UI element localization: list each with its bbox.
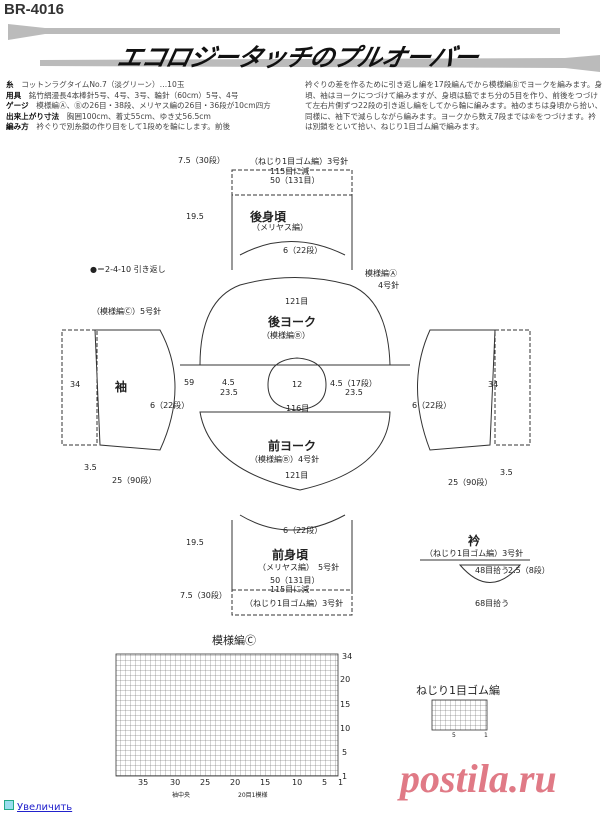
dim: 59 — [184, 378, 195, 387]
label-collar: 衿 — [468, 534, 481, 548]
dim: 2.5（8段） — [508, 566, 550, 575]
material-size: 出来上がり寸法 胸囲100cm、着丈55cm、ゆき丈56.5cm — [6, 111, 211, 121]
repeat-label: 20目1模様 — [238, 792, 268, 799]
label-front-rib: （ねじり1目ゴム編）3号針 — [245, 599, 344, 608]
row-label: 20 — [340, 675, 351, 684]
col-label: 5 — [322, 778, 328, 787]
pattern-code: BR-4016 — [4, 1, 65, 18]
label-front-body: 前身頃 — [272, 548, 309, 562]
dim: 6（22段） — [412, 401, 452, 410]
col-label: 30 — [170, 778, 181, 787]
chart-title: 模様編Ⓒ — [212, 634, 256, 647]
dim: 4.5 — [222, 378, 235, 387]
dim: 25（90段） — [448, 478, 493, 487]
enlarge-link-label: Увеличить — [17, 802, 73, 813]
dim: 121目 — [285, 471, 309, 480]
material-yarn: 糸 コットンラグタイムNo.7（淡グリーン）…10玉 — [6, 80, 185, 89]
label-back-yoke-stitch: （模様編Ⓑ） — [262, 331, 310, 340]
dim: 34 — [70, 380, 81, 389]
instructions-text: 衿ぐりの差を作るために引き返し編を17段編んでから模様編Ⓑでヨークを編みます。身… — [305, 80, 603, 132]
enlarge-link[interactable]: Увеличить — [4, 800, 72, 813]
dim: 50（131目） — [270, 176, 320, 185]
label-sleeve-stitch: （模様編Ⓒ）5号針 — [92, 307, 162, 316]
row-label: 10 — [340, 724, 351, 733]
col-label: 1 — [484, 732, 488, 739]
dim: 12 — [292, 380, 303, 389]
label-back-rib: （ねじり1目ゴム編）3号針 — [250, 157, 349, 166]
dim: 3.5 — [84, 463, 97, 472]
dim: 7.5（30段） — [178, 156, 225, 165]
dim: 19.5 — [186, 538, 204, 547]
dim: 23.5 — [220, 388, 238, 397]
dim: 23.5 — [345, 388, 363, 397]
watermark-logo: postila.ru — [400, 756, 557, 801]
dim: 25（90段） — [112, 476, 157, 485]
dim: 115目に減 — [270, 585, 310, 594]
label-front-yoke-stitch: （模様編Ⓑ）4号針 — [250, 455, 320, 464]
row-label: 15 — [340, 700, 351, 709]
dim: 121目 — [285, 297, 309, 306]
dim: 6（22段） — [283, 246, 323, 255]
label-pattern-a: 模様編Ⓐ — [365, 269, 397, 278]
dim: 19.5 — [186, 212, 204, 221]
row-label: 34 — [342, 652, 353, 661]
label-front-yoke: 前ヨーク — [268, 439, 317, 453]
material-tools: 用具 銘竹絹漫長4本棒針5号、4号、3号、輪針（60cm）5号、4号 — [6, 90, 239, 100]
col-label: 1 — [338, 778, 344, 787]
material-method: 編み方 衿ぐりで別糸鎖の作り目をして1段めを輪にします。前後 — [6, 122, 231, 132]
dim: 6（22段） — [283, 526, 323, 535]
label-sleeve: 袖 — [115, 380, 128, 394]
label-needle: 4号針 — [378, 281, 400, 290]
col-label: 25 — [200, 778, 211, 787]
col-label: 10 — [292, 778, 303, 787]
label-back-stitch: （メリヤス編） — [252, 223, 308, 232]
dim: 4.5（17段） — [330, 379, 377, 388]
material-gauge: ゲージ 模様編Ⓐ、Ⓑの26目・38段、メリヤス編の26目・36段が10cm四方 — [6, 101, 271, 111]
label-front-stitch: （メリヤス編） — [258, 563, 314, 572]
rib-chart-title: ねじり1目ゴム編 — [416, 684, 500, 697]
label-back-body: 後身頃 — [250, 210, 287, 224]
dim: 6（22段） — [150, 401, 190, 410]
dim: 115目に減 — [270, 167, 310, 176]
col-label: 15 — [260, 778, 271, 787]
label-back-yoke: 後ヨーク — [268, 315, 317, 329]
col-label: 5 — [452, 732, 456, 739]
dim: 34 — [488, 380, 499, 389]
dim: 50（131目） — [270, 576, 320, 585]
dim: 7.5（30段） — [180, 591, 227, 600]
label-front-needle: 5号針 — [318, 563, 340, 572]
note-decrease: ●＝2-4-10 引き返し — [90, 265, 166, 274]
dim: 48目拾う — [475, 566, 510, 575]
col-label: 20 — [230, 778, 241, 787]
dim: 116目 — [286, 404, 310, 413]
col-label: 35 — [138, 778, 149, 787]
label-collar-rib: （ねじり1目ゴム編）3号針 — [425, 549, 524, 558]
sleeve-center-label: 袖中央 — [172, 792, 191, 799]
dim: 3.5 — [500, 468, 513, 477]
image-icon — [4, 800, 14, 810]
row-label: 1 — [342, 772, 348, 781]
row-label: 5 — [342, 748, 348, 757]
dim: 68目拾う — [475, 599, 510, 608]
materials-block: 糸 コットンラグタイムNo.7（淡グリーン）…10玉 用具 銘竹絹漫長4本棒針5… — [6, 80, 302, 133]
